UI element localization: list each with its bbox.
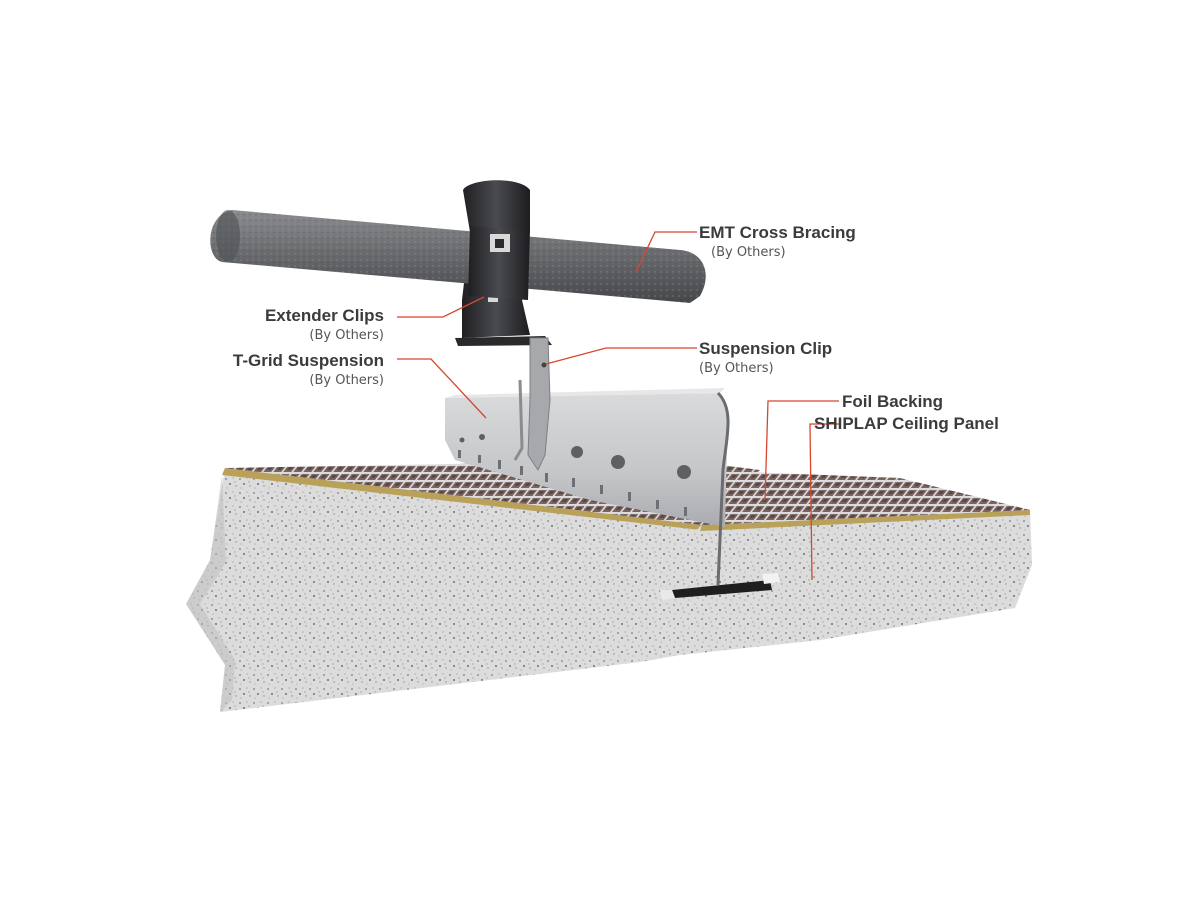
leader-panel [809,423,839,581]
label-extender-clips: Extender Clips (By Others) [240,305,384,346]
ceiling-panel-right [657,470,1032,655]
label-title: EMT Cross Bracing [699,223,856,242]
label-note: (By Others) [309,373,384,388]
leader-lines [397,231,839,581]
label-emt-cross-bracing: EMT Cross Bracing (By Others) [699,222,856,263]
leader-foil [764,400,839,501]
emt-pipe [210,210,706,303]
label-title: Suspension Clip [699,339,833,358]
label-suspension-clip: Suspension Clip (By Others) [699,338,832,379]
label-title: T-Grid Suspension [232,351,384,370]
ceiling-panel-left [186,460,760,712]
label-t-grid-suspension: T-Grid Suspension (By Others) [214,350,384,391]
label-title: Foil Backing [842,392,944,411]
t-grid-bar [445,388,780,600]
label-note: (By Others) [711,245,786,260]
label-note: (By Others) [699,361,774,376]
leader-suspension [545,347,697,365]
suspension-clip [455,336,552,472]
leader-tgrid [397,358,487,419]
label-note: (By Others) [309,328,384,343]
label-title: Extender Clips [264,306,384,325]
leader-extender [397,296,485,318]
label-title: SHIPLAP Ceiling Panel [814,414,999,433]
leader-emt [635,231,697,273]
label-foil-backing: Foil Backing [842,391,943,412]
label-shiplap-ceiling-panel: SHIPLAP Ceiling Panel [814,413,999,434]
